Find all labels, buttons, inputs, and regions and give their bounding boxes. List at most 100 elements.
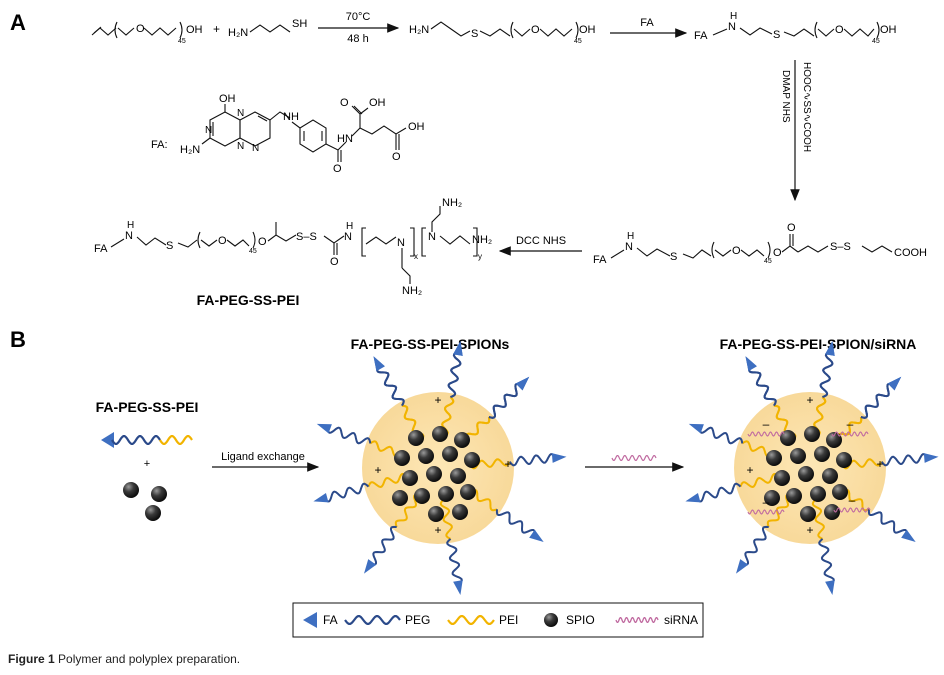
fa-n2: N (237, 108, 244, 119)
spio-particle (822, 468, 838, 484)
arm-pei-wave (811, 498, 825, 540)
positive-charge: + (806, 393, 813, 407)
caption-bold: Figure 1 (8, 652, 55, 666)
arm-peg-wave (818, 538, 835, 585)
step1-time: 48 h (347, 33, 368, 45)
legend: FA PEG PEI SPIO siRNA (292, 602, 704, 638)
arm-fa-triangle (901, 529, 916, 542)
product4-n-pei1: N (397, 237, 405, 249)
product3-subscript: 45 (764, 258, 772, 265)
product1-s: S (471, 28, 478, 40)
arm-fa-triangle (745, 356, 757, 372)
right-title: FA-PEG-SS-PEI-SPION/siRNA (720, 336, 917, 352)
product2-h: H (730, 11, 737, 22)
pei-wave-icon (447, 615, 495, 625)
product3-o2: O (773, 247, 782, 259)
amine-chain (249, 24, 291, 33)
legend-spio: SPIO (566, 613, 595, 627)
arm-fa-triangle (313, 492, 329, 503)
spio-particle (432, 426, 448, 442)
allyl-peg-o: O (136, 23, 145, 35)
product4-n-amide: N (344, 231, 352, 243)
fa-oh: OH (219, 93, 236, 105)
amine-sh: SH (292, 18, 307, 30)
left-plus: + (144, 458, 150, 470)
step1-temp: 70°C (346, 11, 371, 23)
product2-fa: FA (694, 30, 708, 42)
spio-particle (442, 446, 458, 462)
product2-n: N (728, 21, 736, 33)
fa-prefix: FA: (151, 139, 168, 151)
arm-peg-wave (819, 350, 834, 399)
arm-fa-triangle (923, 453, 939, 463)
spio-particle (814, 446, 830, 462)
spio-particle (426, 466, 442, 482)
arm-fa-triangle (373, 356, 385, 372)
spio-particle (766, 450, 782, 466)
product3-ss: S–S (830, 241, 851, 253)
fa-h2n: H₂N (180, 144, 200, 156)
arm-peg-wave (860, 382, 894, 419)
arm-peg-wave (695, 482, 742, 503)
product4-x: x (414, 252, 418, 261)
spio-particle (786, 488, 802, 504)
product4-chain (110, 206, 478, 284)
positive-charge: + (434, 523, 441, 537)
fa-cooh-top: OH (369, 97, 386, 109)
product1-o: O (531, 24, 540, 36)
product2-chain (712, 21, 880, 39)
product4-nh2-top: NH₂ (442, 197, 462, 209)
arm-peg-wave (880, 453, 929, 467)
spio-particle (418, 448, 434, 464)
folic-acid-structure (201, 104, 407, 162)
spio-particle (798, 466, 814, 482)
product4-ss: S–S (296, 231, 317, 243)
spio-particle (800, 506, 816, 522)
product1-h2n: H₂N (409, 24, 429, 36)
spio-particle (402, 470, 418, 486)
product1-subscript: 45 (574, 38, 582, 45)
peg-wave-icon (344, 615, 401, 625)
product4-n: N (125, 230, 133, 242)
product4-h-amide: H (346, 221, 353, 232)
arm-fa-triangle (825, 340, 835, 356)
legend-sirna: siRNA (664, 613, 698, 627)
positive-charge: + (876, 457, 883, 471)
arm-fa-triangle (316, 423, 332, 434)
product4-y: y (478, 252, 482, 261)
legend-peg: PEG (405, 613, 430, 627)
spio-particle (428, 506, 444, 522)
bound-sirna (747, 509, 785, 515)
fa-n3: N (237, 141, 244, 152)
product4-nh2-bottom: NH₂ (402, 285, 422, 297)
arm-peg-wave (326, 426, 372, 445)
product3-h: H (627, 231, 634, 242)
spio-particle (460, 484, 476, 500)
legend-fa: FA (323, 613, 338, 627)
sirna-wave-icon (615, 616, 659, 624)
arm-peg-wave (867, 509, 908, 536)
spio-particle (804, 426, 820, 442)
bound-sirna (747, 431, 785, 437)
product3-s: S (670, 251, 677, 263)
product4-h: H (127, 220, 134, 231)
spio-particle (454, 432, 470, 448)
product3-fa: FA (593, 254, 607, 266)
left-peg-wave (111, 435, 161, 445)
arm-fa-triangle (551, 453, 567, 463)
allyl-peg-subscript: 45 (178, 38, 186, 45)
step4-conditions: DCC NHS (516, 235, 566, 247)
left-pei-wave (159, 435, 193, 445)
spio-sphere-icon (544, 613, 558, 627)
product4-o3: O (330, 256, 339, 268)
spion-nanoparticle: ++++ (313, 340, 567, 596)
product2-oh: OH (880, 24, 897, 36)
spio-particle (764, 490, 780, 506)
fa-hn: HN (337, 133, 353, 145)
fa-cooh-side: OH (408, 121, 425, 133)
bound-sirna (833, 507, 871, 513)
arm-fa-triangle (736, 559, 749, 574)
spio-particle (464, 452, 480, 468)
negative-charge: – (849, 493, 856, 507)
